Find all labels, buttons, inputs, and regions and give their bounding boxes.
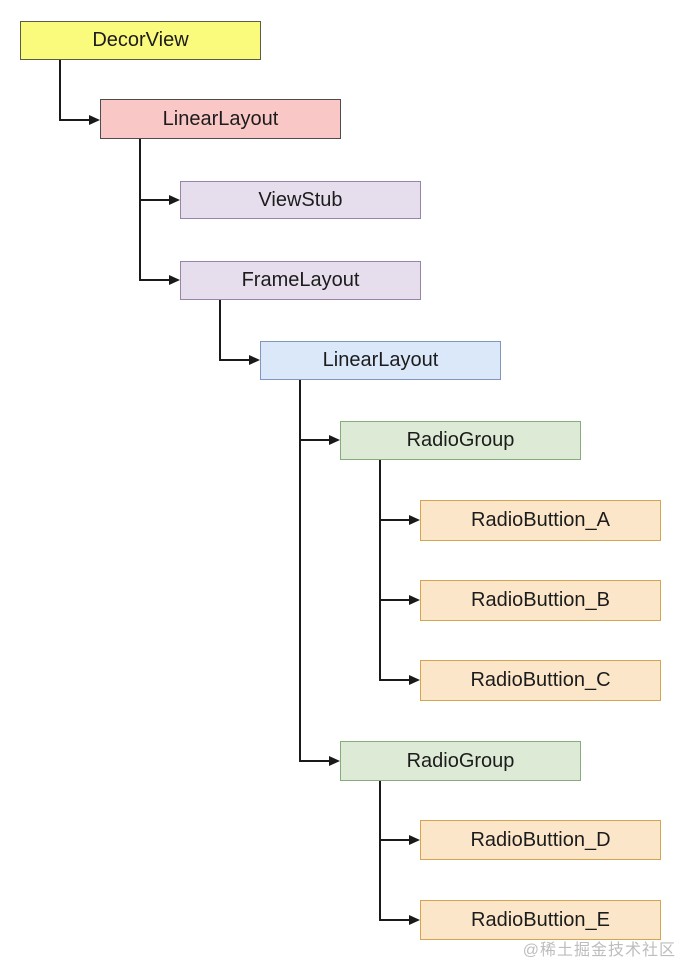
arrowhead-icon (329, 756, 340, 766)
edge-radiogroup2-stem (379, 781, 381, 921)
edge-radiogroup1-c (379, 679, 411, 681)
arrowhead-icon (169, 275, 180, 285)
node-radiobuttion-a: RadioButtion_A (420, 500, 661, 541)
node-radiogroup-2: RadioGroup (340, 741, 581, 781)
edge-radiogroup1-stem (379, 460, 381, 681)
arrowhead-icon (409, 915, 420, 925)
arrowhead-icon (89, 115, 100, 125)
edge-radiogroup1-b (379, 599, 411, 601)
edge-radiogroup2-d (379, 839, 411, 841)
node-linearlayout-2: LinearLayout (260, 341, 501, 380)
node-framelayout: FrameLayout (180, 261, 421, 300)
edge-decorview-stem (59, 60, 61, 121)
edge-decorview-linearlayout (59, 119, 91, 121)
arrowhead-icon (409, 595, 420, 605)
arrowhead-icon (329, 435, 340, 445)
edge-radiogroup1-a (379, 519, 411, 521)
edge-linearlayout2-radiogroup1 (299, 439, 331, 441)
arrowhead-icon (249, 355, 260, 365)
edge-linearlayout1-framelayout (139, 279, 171, 281)
edge-linearlayout1-viewstub (139, 199, 171, 201)
node-decorview: DecorView (20, 21, 261, 60)
arrowhead-icon (409, 835, 420, 845)
node-linearlayout-1: LinearLayout (100, 99, 341, 139)
node-radiobuttion-d: RadioButtion_D (420, 820, 661, 860)
arrowhead-icon (169, 195, 180, 205)
node-radiobuttion-e: RadioButtion_E (420, 900, 661, 940)
node-radiogroup-1: RadioGroup (340, 421, 581, 460)
watermark-text: @稀土掘金技术社区 (522, 942, 676, 959)
node-radiobuttion-b: RadioButtion_B (420, 580, 661, 621)
node-viewstub: ViewStub (180, 181, 421, 219)
edge-linearlayout2-stem (299, 380, 301, 762)
node-radiobuttion-c: RadioButtion_C (420, 660, 661, 701)
edge-linearlayout1-stem (139, 139, 141, 281)
edge-radiogroup2-e (379, 919, 411, 921)
edge-framelayout-linearlayout2 (219, 359, 251, 361)
arrowhead-icon (409, 515, 420, 525)
edge-framelayout-stem (219, 300, 221, 361)
arrowhead-icon (409, 675, 420, 685)
edge-linearlayout2-radiogroup2 (299, 760, 331, 762)
